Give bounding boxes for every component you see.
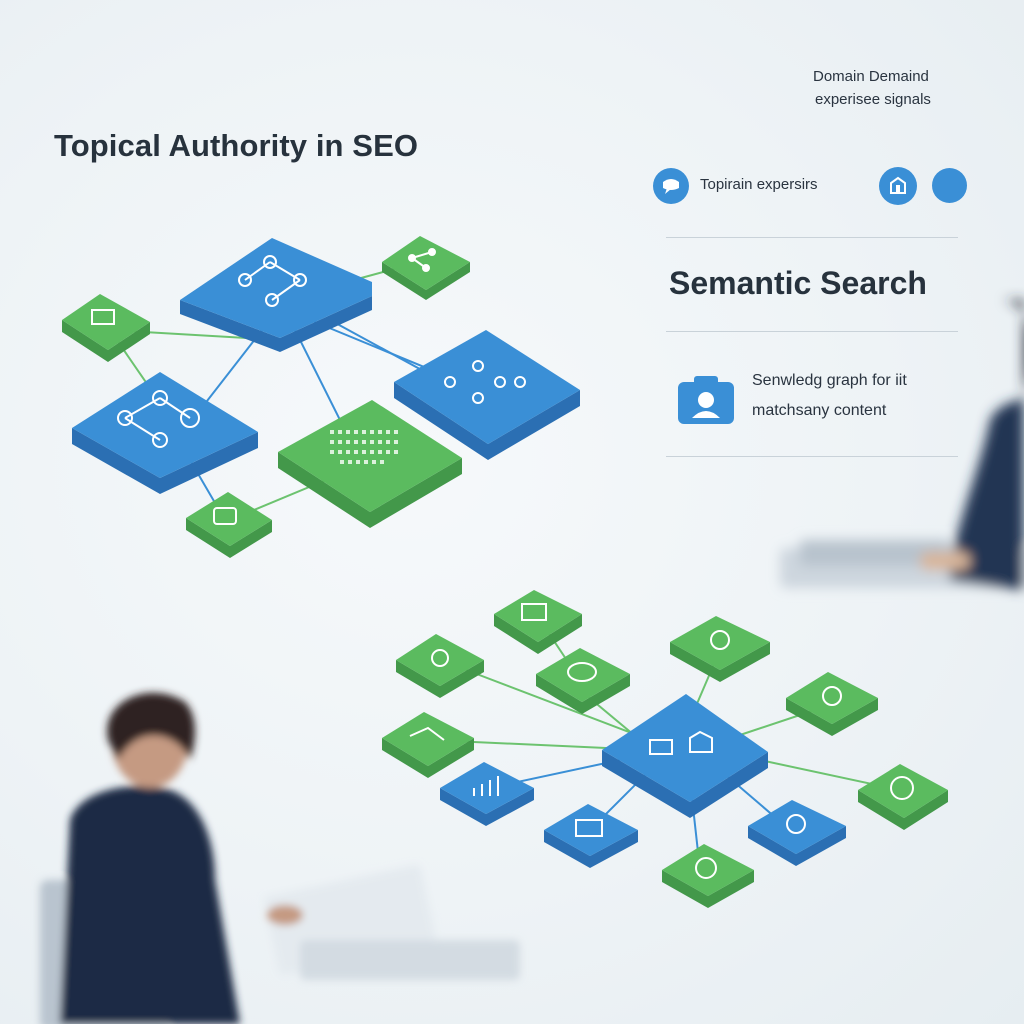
tile-data-grid [278,400,462,528]
domain-signal-line2: experisee signals [815,91,931,108]
knowledge-graph-line1: Senwledg graph for iit [752,372,907,389]
building-icon[interactable] [879,167,917,205]
tile-process-flow [394,330,580,460]
profile-card-icon [676,374,736,426]
divider [666,237,958,238]
knowledge-graph-line2: matchsany content [752,402,887,419]
tile-settings-graph [72,372,258,494]
tile-chat-node [536,648,630,714]
tile-refresh-node [786,672,878,736]
dot-icon[interactable] [932,168,967,203]
tile-share-node [382,236,470,300]
tile-puzzle-node [748,800,846,866]
tile-user-node [396,634,484,698]
divider [666,456,958,457]
tile-network-hub [180,238,372,352]
person-right [780,300,1024,590]
divider [666,331,958,332]
speech-bubble-icon [653,168,689,204]
tile-bar-chart [440,762,534,826]
tile-check-node [858,764,948,830]
tile-central-hub [602,694,768,818]
tile-list-node [544,804,638,868]
person-left [40,692,520,1024]
tile-sketch-node [382,712,474,778]
tile-chart-node [62,294,150,362]
topic-expertise-label: Topirain expersirs [700,176,818,193]
semantic-search-heading: Semantic Search [669,265,927,301]
page-title: Topical Authority in SEO [54,128,419,163]
tile-bolt-node [186,492,272,558]
tile-document-node [494,590,582,654]
tile-gear-cluster [670,616,770,682]
domain-signal-line1: Domain Demaind [813,68,929,85]
tile-chat-bottom [662,844,754,908]
